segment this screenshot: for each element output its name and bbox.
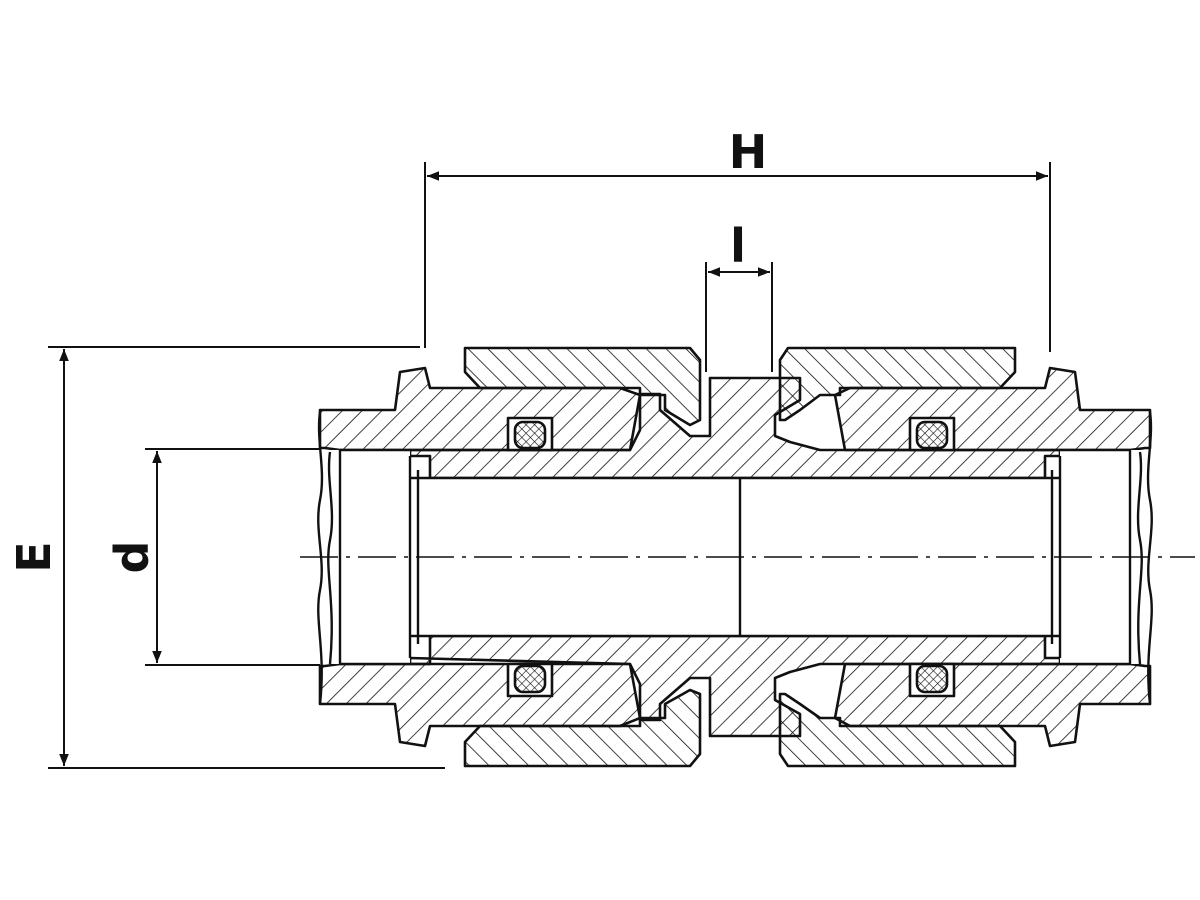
oring-top-right bbox=[915, 420, 949, 450]
right-nut-top bbox=[778, 346, 1017, 422]
coupling-body bbox=[318, 346, 1152, 768]
left-nut-top bbox=[463, 346, 702, 427]
label-h: H bbox=[729, 125, 768, 179]
label-e: E bbox=[7, 541, 61, 572]
oring-bottom-left bbox=[513, 664, 547, 694]
left-sleeve-top bbox=[318, 366, 642, 452]
oring-top-left bbox=[513, 420, 547, 450]
left-sleeve-bottom bbox=[318, 662, 642, 748]
oring-bottom-right bbox=[915, 664, 949, 694]
pipe-break-lines bbox=[317, 411, 1153, 705]
dimensions bbox=[48, 162, 1051, 769]
label-d: d bbox=[105, 541, 159, 574]
right-nut-bottom bbox=[778, 692, 1017, 768]
left-nut-bottom bbox=[463, 688, 702, 768]
label-l: l bbox=[730, 219, 746, 273]
